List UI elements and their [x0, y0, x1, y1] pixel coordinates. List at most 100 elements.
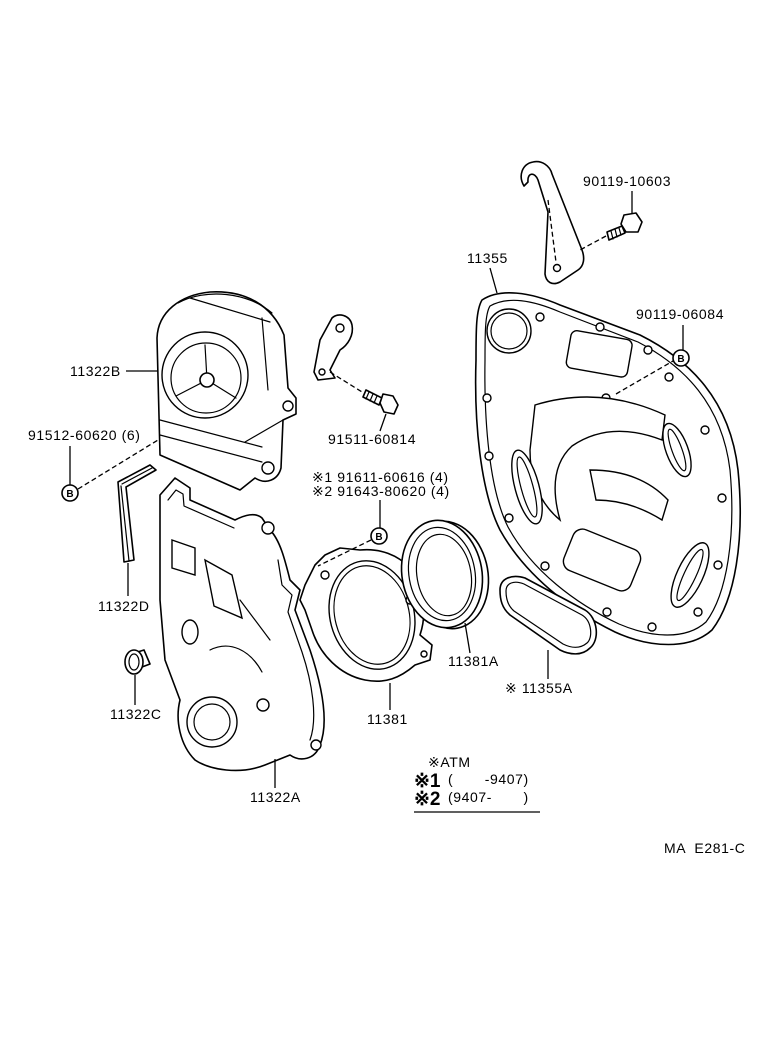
dash-leader-retainer-marker: [317, 539, 372, 567]
seal-lip: [407, 526, 477, 622]
end-plate-center-opening: [529, 396, 666, 522]
end-plate-slot-left-inner: [516, 456, 538, 518]
callout-11322d: 11322D: [98, 598, 150, 614]
cover-no1-outline: [159, 477, 325, 772]
end-plate-slot-right-upper-inner: [667, 428, 687, 472]
leader-line: [464, 622, 471, 654]
callout-90119-10603: 90119-10603: [583, 173, 671, 189]
bolt-shank: [362, 389, 383, 406]
note-2-mark: ※2: [414, 789, 441, 810]
bracket-upper-hole: [552, 263, 562, 273]
retainer-bore-inner: [333, 565, 411, 665]
bolt-hole: [482, 393, 492, 403]
leader-lines: [69, 191, 684, 788]
leader-line: [379, 413, 387, 432]
callout-90119-06084: 90119-06084: [636, 306, 724, 322]
cover-no2-rim: [177, 293, 273, 391]
bracket-upper-body: [520, 160, 585, 285]
bolt-hole: [713, 560, 723, 570]
end-plate-slot-right-lower: [670, 542, 710, 608]
end-plate-inner-edge: [484, 299, 733, 636]
bolt-head: [379, 393, 399, 415]
callout-91643-80620: ※2 91643-80620 (4): [312, 483, 450, 499]
gasket-inner-line: [120, 467, 153, 562]
note-1-mark: ※1: [414, 771, 441, 792]
bolt-marker-b: B: [370, 527, 388, 545]
cover-no1-boss: [261, 521, 275, 535]
seal-inner: [415, 533, 473, 617]
marker-circle: [672, 349, 690, 367]
end-plate-window-lower: [562, 528, 642, 592]
bolt-hole: [700, 425, 710, 435]
cover-no1-crank-opening-inner: [193, 703, 231, 741]
callout-11322a: 11322A: [250, 789, 301, 805]
cover-no1-ridge: [209, 599, 271, 673]
end-plate-slot-right-upper: [662, 422, 692, 478]
bolt-91511-60814: [362, 389, 399, 415]
bracket-small-hole: [335, 323, 345, 333]
bracket-small-hole: [318, 368, 326, 376]
gasket-11322d: [117, 464, 157, 563]
leader-line: [489, 267, 498, 294]
cover-no1-hole: [181, 619, 199, 645]
plug-face: [124, 649, 144, 675]
bolt-hole: [643, 345, 653, 355]
cover-no1-cutout: [171, 539, 196, 576]
note-1-range: ( -9407): [448, 771, 529, 787]
bolt-marker-b: B: [61, 484, 79, 502]
bolt-head: [620, 212, 643, 233]
plug-11322c: [124, 649, 151, 675]
timing-cover-no1: [159, 477, 325, 772]
cover-no1-cutout: [204, 558, 243, 620]
plate-cover-inner-edge: [505, 581, 592, 648]
bracket-upper: [520, 160, 585, 285]
oil-seal-11381a: [400, 519, 490, 630]
bolt-90119-10603: [606, 212, 643, 241]
plate-cover-outline: [499, 575, 598, 655]
figure-code: MA E281-C: [664, 840, 745, 856]
cover-no2-ribs: [159, 419, 284, 463]
plate-cover-11355a: [499, 575, 598, 655]
cover-no2-hub: [199, 372, 215, 388]
bolt-hole: [693, 607, 703, 617]
bolt-hole: [664, 372, 674, 382]
end-plate-slot-right-lower-inner: [676, 548, 704, 602]
bolt-hole: [595, 322, 605, 332]
end-plate-lower-opening: [589, 469, 669, 522]
bolt-marker-b: B: [672, 349, 690, 367]
timing-cover-no2: [156, 291, 297, 491]
callout-11355: 11355: [467, 250, 508, 266]
bolt-threads: [365, 391, 378, 404]
retainer-bolt-hole: [320, 570, 330, 580]
callout-91611-60616: ※1 91611-60616 (4): [312, 469, 449, 485]
oil-seal-retainer-11381: [299, 547, 433, 682]
callout-91511-60814: 91511-60814: [328, 431, 416, 447]
gasket-body: [117, 464, 157, 563]
callout-11381a: 11381A: [448, 653, 499, 669]
cover-no1-hole: [256, 698, 270, 712]
callout-labels: 90119-10603 11355 90119-06084 11322B 915…: [28, 173, 724, 805]
dash-leader-bracket-bolt: [579, 235, 607, 251]
bolt-threads: [610, 227, 622, 240]
marker-letter: B: [375, 532, 382, 543]
callout-11355a: ※ 11355A: [505, 680, 573, 696]
dash-leader-plate-marker: [615, 360, 674, 395]
end-plate-window-upper: [565, 329, 633, 378]
note-block: ※ATM ※1 ( -9407) ※2 (9407- ): [414, 754, 540, 813]
retainer-bolt-hole: [420, 650, 428, 658]
cover-no1-inner-edge: [167, 489, 315, 741]
cover-no2-window-inner: [170, 342, 242, 414]
bolt-hole: [717, 493, 727, 503]
cover-no1-boss: [310, 739, 322, 751]
end-plate-slot-left: [511, 449, 543, 525]
marker-letter: B: [677, 354, 684, 365]
dash-leader-bracket-small-bolt: [329, 371, 363, 393]
cover-no2-mount-hole: [261, 461, 275, 475]
end-plate-large-hole: [486, 308, 532, 354]
bolt-hole: [540, 561, 550, 571]
bolt-hole: [484, 451, 494, 461]
end-plate-large-hole-inner: [490, 312, 528, 350]
bolt-hole: [535, 312, 545, 322]
note-2-range: (9407- ): [448, 789, 529, 805]
bolt-hole: [504, 513, 514, 523]
